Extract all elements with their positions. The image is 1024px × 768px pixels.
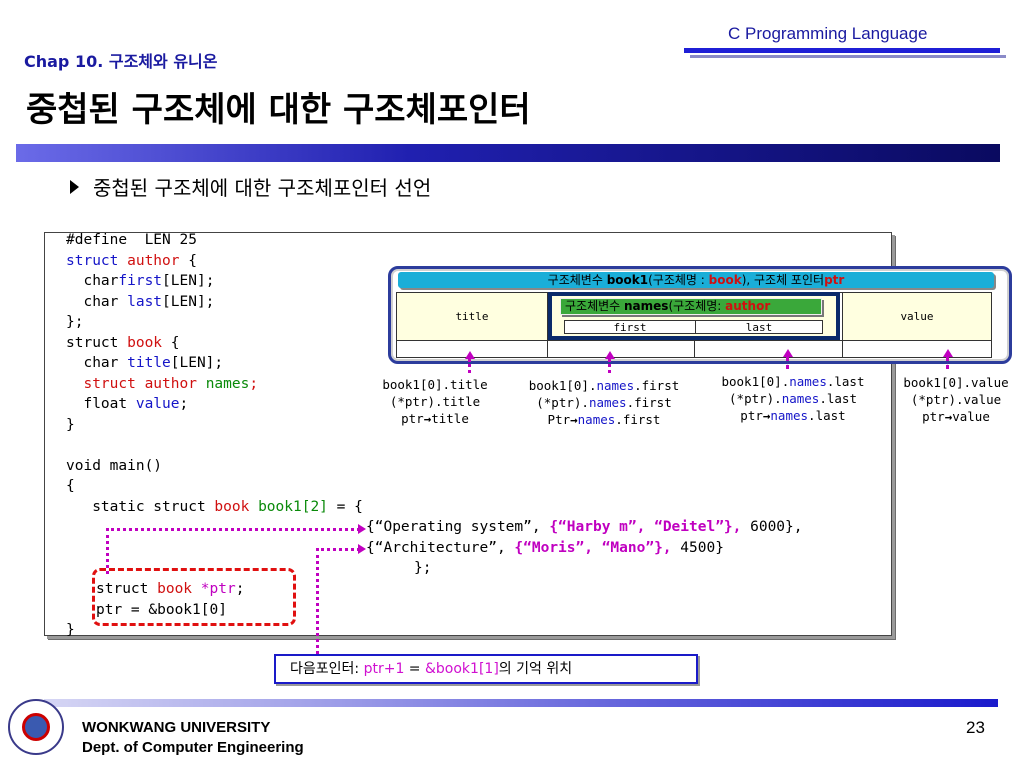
- page-number: 23: [966, 718, 985, 737]
- code-line: #define LEN 25: [66, 232, 197, 248]
- slide-title: 중첩된 구조체에 대한 구조체포인터: [26, 90, 531, 130]
- cell-title: title: [396, 292, 548, 341]
- header-divider-shadow: [690, 55, 1006, 58]
- code-line: };: [66, 314, 84, 330]
- arrow-right-icon: →: [570, 412, 578, 427]
- bullet-item: 중첩된 구조체에 대한 구조체포인터 선언: [70, 172, 431, 201]
- footer-bar: [44, 699, 998, 707]
- footer-university: WONKWANG UNIVERSITY Dept. of Computer Eng…: [82, 718, 304, 758]
- dotted-connector: [106, 528, 109, 574]
- cell-empty: [547, 340, 695, 358]
- annotation-last: book1[0].names.last (*ptr).names.last pt…: [721, 374, 865, 423]
- code-line: {“Operating system”, {“Harby m”, “Deitel…: [366, 519, 803, 535]
- annotation-title: book1[0].title (*ptr).title ptr→title: [382, 377, 488, 426]
- arrow-up-icon: [465, 351, 475, 359]
- code-line: }: [66, 622, 75, 638]
- arrow-up-icon: [605, 351, 615, 359]
- cell-first: first: [564, 320, 696, 334]
- annotation-first: book1[0].names.first (*ptr).names.first …: [528, 378, 680, 427]
- code-line: {: [66, 478, 75, 494]
- dotted-connector: [316, 548, 360, 551]
- dotted-connector: [786, 357, 789, 369]
- university-name: WONKWANG UNIVERSITY: [82, 719, 271, 736]
- dotted-connector: [608, 359, 611, 373]
- dotted-connector: [468, 359, 471, 373]
- department-name: Dept. of Computer Engineering: [82, 739, 304, 756]
- cell-value: value: [842, 292, 992, 341]
- bullet-triangle-icon: [70, 179, 79, 194]
- code-line: struct author {: [66, 252, 197, 269]
- arrow-up-icon: [783, 349, 793, 357]
- code-line: struct book {: [66, 334, 180, 351]
- annotation-value: book1[0].value (*ptr).value ptr→value: [903, 375, 1009, 424]
- cell-empty: [694, 340, 843, 358]
- code-block-structs: #define LEN 25 struct author { charfirst…: [66, 230, 363, 517]
- names-label: 구조체변수 names(구조체명: author: [560, 298, 822, 315]
- code-line: charfirst[LEN];: [66, 273, 215, 289]
- university-logo-icon: [8, 699, 64, 755]
- arrow-right-icon: →: [423, 411, 432, 426]
- code-line: char title[LEN];: [66, 355, 224, 371]
- cell-empty: [842, 340, 992, 358]
- arrow-right-icon: [358, 544, 366, 554]
- code-block-initializer: {“Operating system”, {“Harby m”, “Deitel…: [366, 517, 803, 558]
- code-line: char last[LEN];: [66, 293, 215, 310]
- pointer-highlight-box: [92, 568, 296, 626]
- code-line: }: [66, 416, 75, 433]
- code-line: float value;: [66, 396, 189, 412]
- chapter-label: Chap 10. 구조체와 유니온: [24, 52, 218, 71]
- code-block-pointer: struct book *ptr; ptr = &book1[0]: [96, 579, 244, 620]
- book1-label: 구조체변수 book1(구조체명 : book), 구조체 포인터ptr: [398, 272, 994, 288]
- cell-last: last: [695, 320, 823, 334]
- title-bar: [16, 144, 1000, 162]
- code-line: static struct book book1[2] = {: [66, 498, 363, 515]
- code-line: struct book *ptr;: [96, 581, 245, 597]
- code-line: struct author names;: [66, 375, 259, 392]
- arrow-right-icon: →: [944, 409, 953, 424]
- next-pointer-note: 다음포인터: ptr+1 = &book1[1]의 기억 위치: [274, 654, 698, 684]
- course-title: C Programming Language: [728, 24, 928, 43]
- arrow-up-icon: [943, 349, 953, 357]
- dotted-connector: [316, 548, 319, 654]
- arrow-right-icon: [358, 524, 366, 534]
- code-line: void main(): [66, 457, 163, 474]
- header-divider: [684, 48, 1000, 53]
- bullet-text: 중첩된 구조체에 대한 구조체포인터 선언: [93, 176, 432, 200]
- dotted-connector: [946, 357, 949, 369]
- code-line: ptr = &book1[0]: [96, 601, 227, 618]
- dotted-connector: [106, 528, 360, 531]
- code-line: };: [414, 560, 432, 576]
- code-line: {“Architecture”, {“Moris”, “Mano”}, 4500…: [366, 539, 724, 556]
- arrow-right-icon: →: [762, 408, 771, 423]
